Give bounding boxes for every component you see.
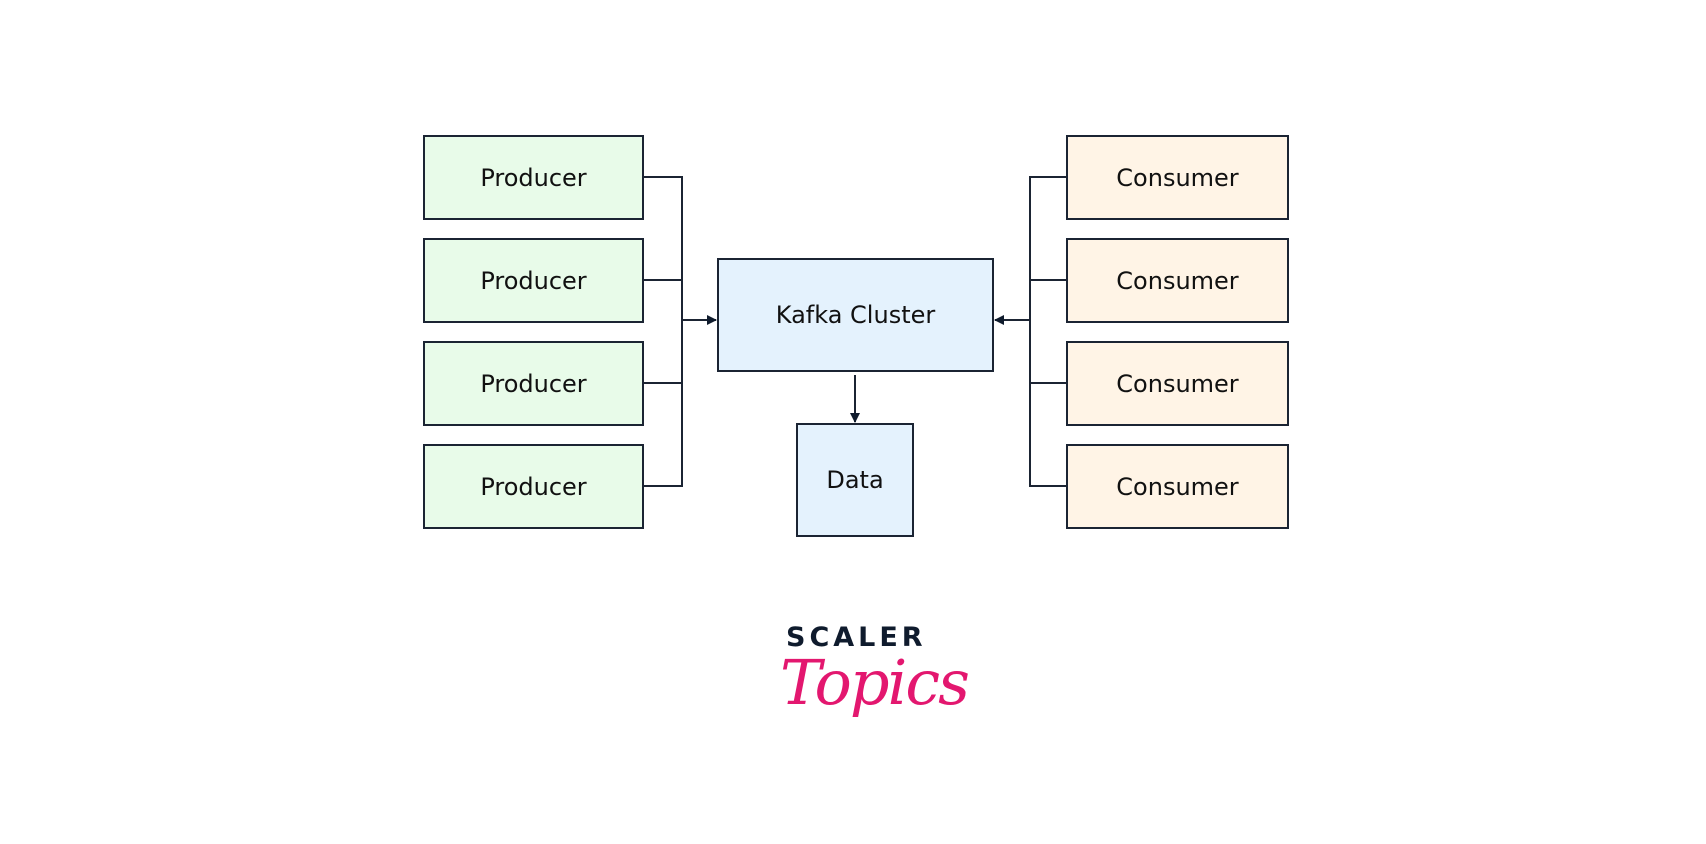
producer-node: Producer (423, 444, 644, 529)
logo-scaler-text: SCALER (786, 622, 927, 653)
consumer-node: Consumer (1066, 135, 1289, 220)
consumer-node: Consumer (1066, 238, 1289, 323)
logo-topics-text: Topics (780, 646, 970, 719)
producer-label: Producer (480, 369, 587, 398)
data-node: Data (796, 423, 914, 537)
producer-label: Producer (480, 163, 587, 192)
producer-label: Producer (480, 266, 587, 295)
producer-node: Producer (423, 238, 644, 323)
consumer-label: Consumer (1116, 472, 1239, 501)
consumer-label: Consumer (1116, 163, 1239, 192)
consumer-label: Consumer (1116, 266, 1239, 295)
consumer-bus (1029, 176, 1066, 487)
producer-node: Producer (423, 135, 644, 220)
consumer-label: Consumer (1116, 369, 1239, 398)
data-label: Data (826, 466, 884, 494)
kafka-cluster-node: Kafka Cluster (717, 258, 994, 372)
producer-bus (644, 176, 683, 487)
producer-label: Producer (480, 472, 587, 501)
consumer-node: Consumer (1066, 444, 1289, 529)
producer-node: Producer (423, 341, 644, 426)
consumer-node: Consumer (1066, 341, 1289, 426)
scaler-topics-logo: SCALER Topics (770, 620, 970, 750)
kafka-cluster-label: Kafka Cluster (775, 301, 936, 329)
